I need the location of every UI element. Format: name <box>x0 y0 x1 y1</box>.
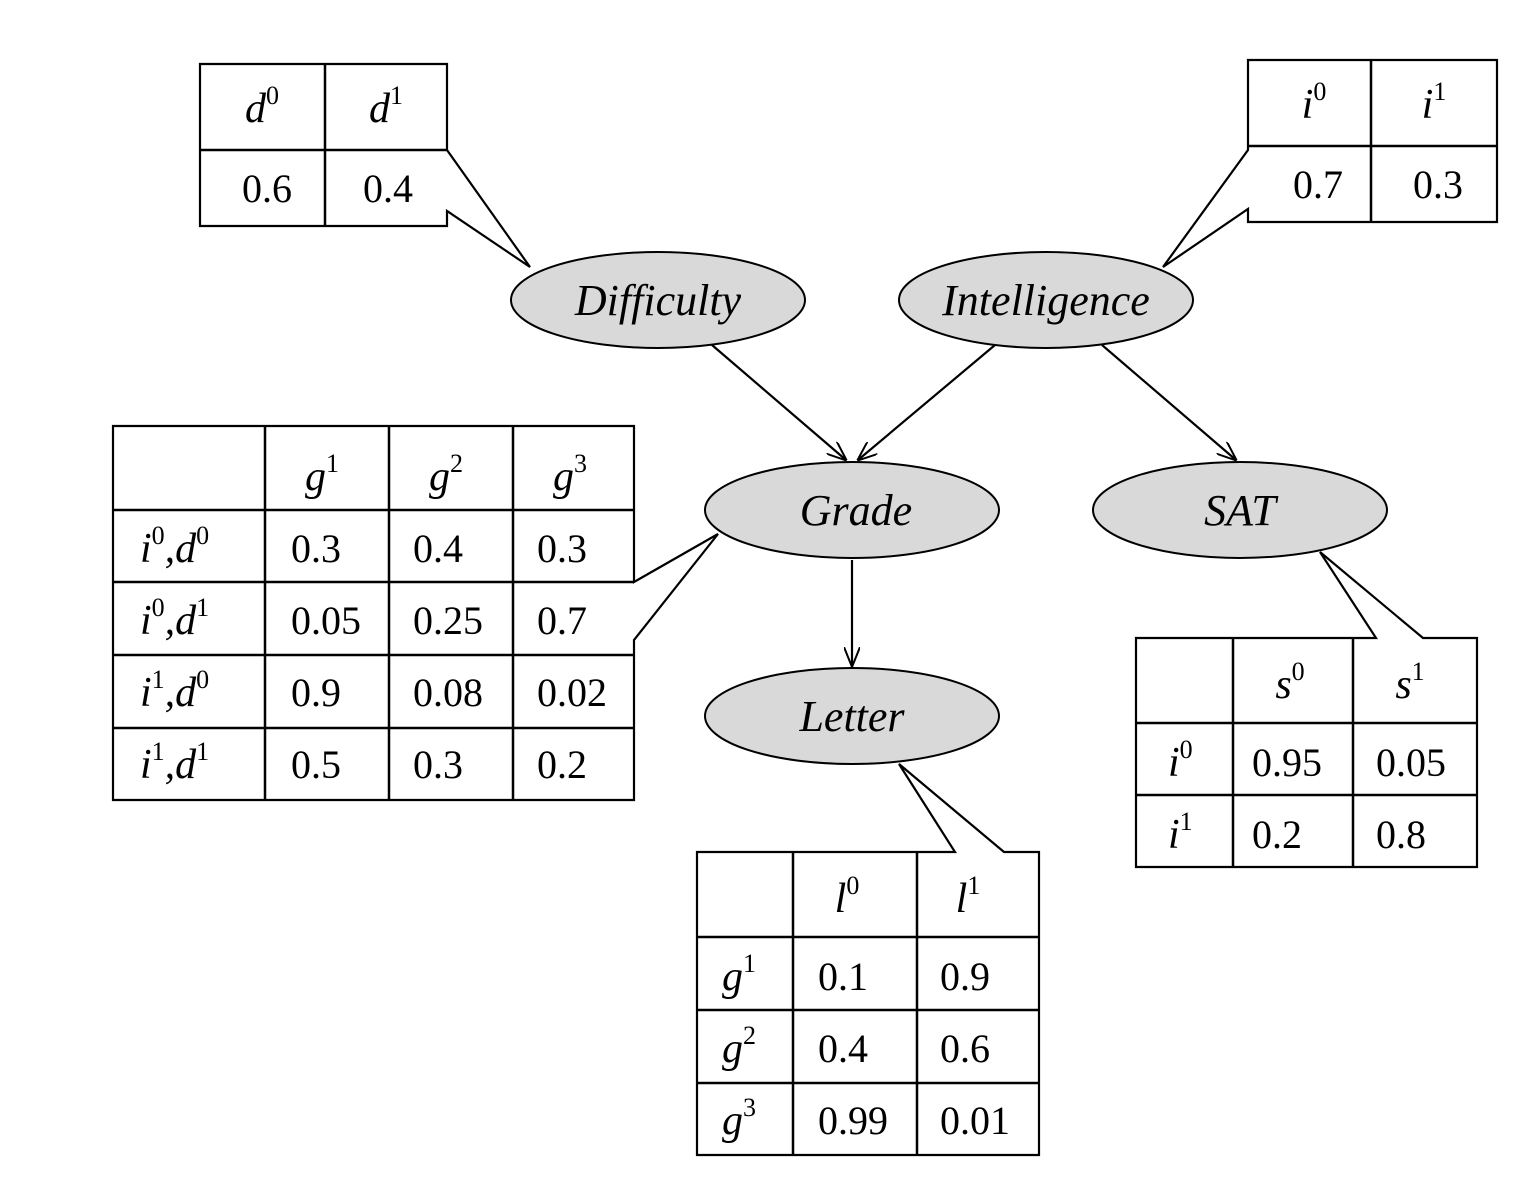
cell-grade: 0.2 <box>537 742 587 787</box>
cell-grade: 0.05 <box>291 598 361 643</box>
node-sat: SAT <box>1092 461 1388 559</box>
node-letter: Letter <box>704 667 1000 765</box>
header-s0: s0 <box>1275 657 1304 708</box>
header-d1: d1 <box>369 81 403 132</box>
cell-letter: 0.01 <box>940 1098 1010 1143</box>
cell-d1: 0.4 <box>363 166 413 211</box>
row-label-g3: g3 <box>722 1093 756 1144</box>
header-i0: i0 <box>1302 77 1327 128</box>
header-l1: l1 <box>956 871 981 922</box>
node-label-intelligence: Intelligence <box>941 276 1150 325</box>
cell-grade: 0.7 <box>537 598 587 643</box>
row-label-i0-d1: i0,d1 <box>140 593 209 644</box>
node-ellipse <box>898 251 1194 349</box>
cpd-table-difficulty: d0 d1 0.6 0.4 <box>198 62 531 268</box>
node-difficulty: Difficulty <box>510 251 806 349</box>
node-label-sat: SAT <box>1204 486 1279 535</box>
edge-difficulty-grade <box>711 344 846 460</box>
cpd-table-grade: g1 g2 g3 i0,d0 i0,d1 i1,d0 i1,d1 0.3 0.4… <box>111 424 719 802</box>
cell-grade: 0.25 <box>413 598 483 643</box>
cell-letter: 0.99 <box>818 1098 888 1143</box>
node-ellipse <box>510 251 806 349</box>
cell-sat: 0.05 <box>1376 740 1446 785</box>
node-ellipse <box>1092 461 1388 559</box>
row-label-i1-d1: i1,d1 <box>140 737 209 788</box>
cell-d0: 0.6 <box>242 166 292 211</box>
row-label-i0: i0 <box>1168 735 1193 786</box>
cell-grade: 0.02 <box>537 670 607 715</box>
node-label-letter: Letter <box>798 692 905 741</box>
cpd-table-letter: l0 l1 g1 g2 g3 0.1 0.9 0.4 0.6 0.99 0.01 <box>695 763 1041 1157</box>
cell-letter: 0.9 <box>940 954 990 999</box>
header-g1: g1 <box>305 449 339 500</box>
cell-grade: 0.3 <box>413 742 463 787</box>
row-label-g2: g2 <box>722 1021 756 1072</box>
cell-grade: 0.3 <box>291 526 341 571</box>
cpd-table-intelligence: i0 i1 0.7 0.3 <box>1162 58 1499 268</box>
row-label-i1: i1 <box>1168 807 1193 858</box>
cell-grade: 0.5 <box>291 742 341 787</box>
edges <box>711 344 1236 666</box>
cell-letter: 0.6 <box>940 1026 990 1071</box>
header-g3: g3 <box>553 449 587 500</box>
node-ellipse <box>704 667 1000 765</box>
cell-grade: 0.3 <box>537 526 587 571</box>
cell-letter: 0.4 <box>818 1026 868 1071</box>
cpd-table-sat: s0 s1 i0 i1 0.95 0.05 0.2 0.8 <box>1134 551 1479 869</box>
callout-difficulty <box>198 62 531 268</box>
header-l0: l0 <box>835 871 860 922</box>
header-g2: g2 <box>429 449 463 500</box>
cell-grade: 0.9 <box>291 670 341 715</box>
cell-sat: 0.8 <box>1376 812 1426 857</box>
node-label-grade: Grade <box>800 486 912 535</box>
callout-letter <box>695 763 1041 1157</box>
edge-intelligence-sat <box>1101 344 1236 460</box>
row-label-g1: g1 <box>722 949 756 1000</box>
cell-letter: 0.1 <box>818 954 868 999</box>
callout-sat <box>1134 551 1479 869</box>
cell-grade: 0.4 <box>413 526 463 571</box>
row-label-i0-d0: i0,d0 <box>140 521 209 572</box>
row-label-i1-d0: i1,d0 <box>140 665 209 716</box>
node-intelligence: Intelligence <box>898 251 1194 349</box>
node-ellipse <box>704 461 1000 559</box>
node-grade: Grade <box>704 461 1000 559</box>
cell-grade: 0.08 <box>413 670 483 715</box>
cell-i0: 0.7 <box>1293 162 1343 207</box>
cell-sat: 0.95 <box>1252 740 1322 785</box>
cell-i1: 0.3 <box>1413 162 1463 207</box>
header-s1: s1 <box>1395 657 1424 708</box>
edge-intelligence-grade <box>858 344 996 460</box>
node-label-difficulty: Difficulty <box>574 276 742 325</box>
header-i1: i1 <box>1422 77 1447 128</box>
cell-sat: 0.2 <box>1252 812 1302 857</box>
callout-intelligence <box>1162 58 1499 268</box>
header-d0: d0 <box>245 81 279 132</box>
